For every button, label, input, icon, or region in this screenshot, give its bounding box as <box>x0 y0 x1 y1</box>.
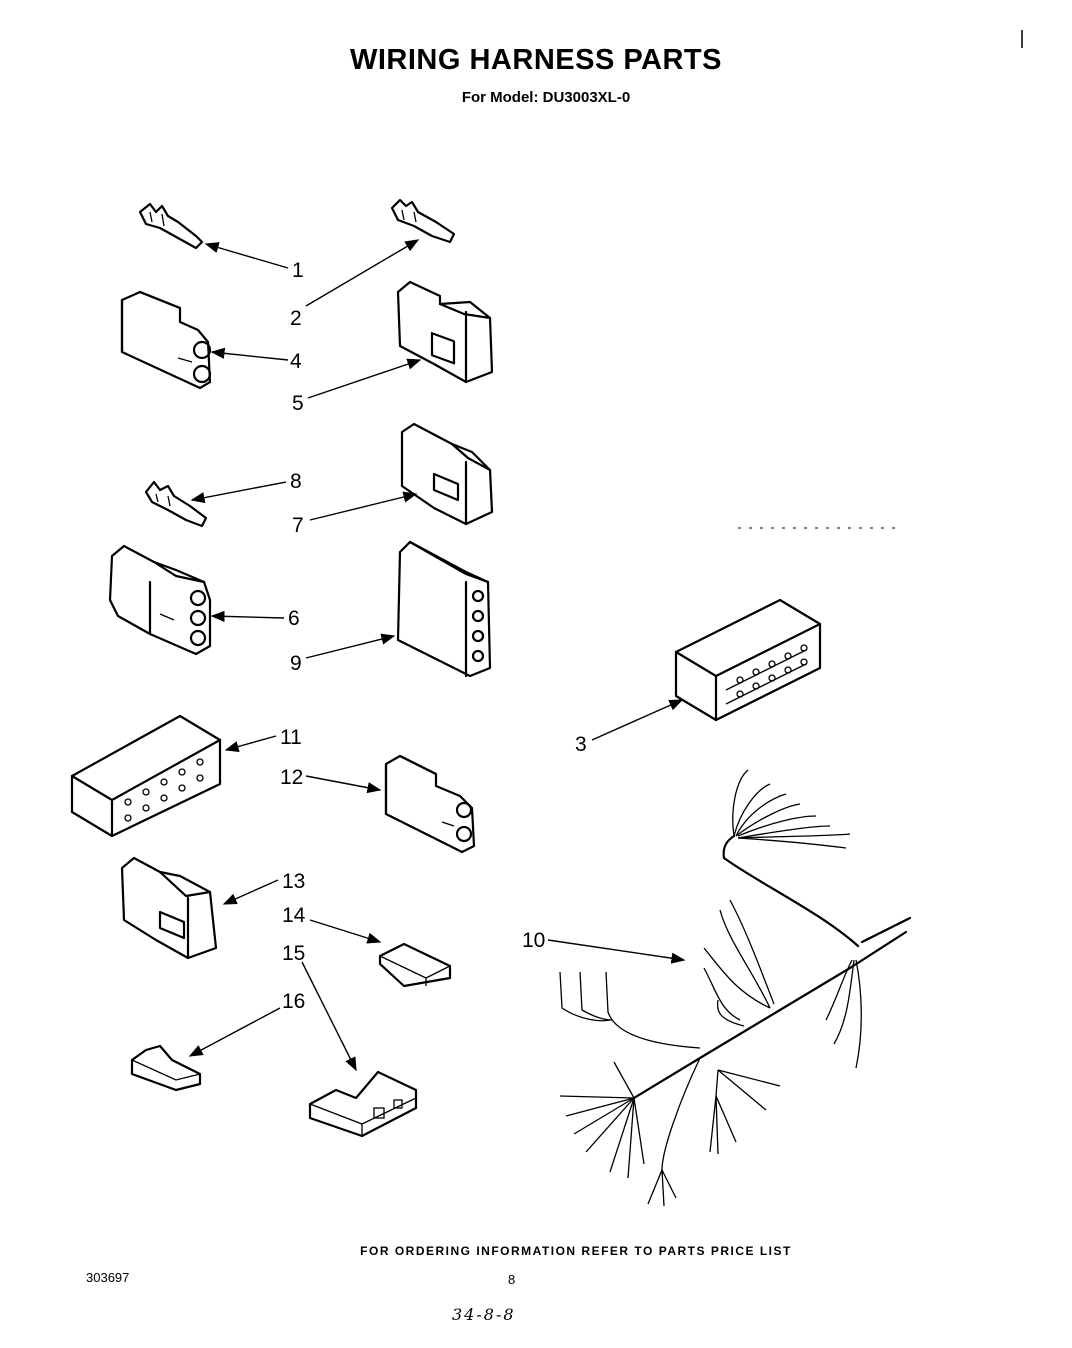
callout-12: 12 <box>280 766 303 789</box>
part-1-terminal <box>138 202 204 250</box>
leader-lines <box>188 239 686 1072</box>
part-5-connector <box>396 280 494 384</box>
page-number: 8 <box>508 1272 516 1287</box>
callout-1: 1 <box>292 259 304 282</box>
callout-8: 8 <box>290 470 302 493</box>
handwritten-note: 34-8-8 <box>452 1305 516 1324</box>
part-6-connector <box>108 544 212 656</box>
part-16-clip <box>130 1044 202 1092</box>
part-14-clip <box>378 942 452 988</box>
callout-10: 10 <box>522 929 545 952</box>
callout-15: 15 <box>282 942 305 965</box>
part-15-bracket <box>308 1070 418 1138</box>
callout-2: 2 <box>290 307 302 330</box>
document-number: 303697 <box>86 1270 130 1285</box>
part-10-wiring-harness <box>559 769 912 1207</box>
model-subtitle: For Model: DU3003XL-0 <box>461 89 631 106</box>
page-title: WIRING HARNESS PARTS <box>350 44 722 76</box>
part-8-terminal <box>144 480 208 528</box>
callout-3: 3 <box>575 733 587 756</box>
part-12-connector <box>384 754 476 854</box>
part-9-connector <box>396 540 492 678</box>
part-7-connector <box>400 422 494 526</box>
part-11-connector-block <box>70 714 222 838</box>
part-3-connector-block <box>674 598 822 722</box>
ordering-note: FOR ORDERING INFORMATION REFER TO PARTS … <box>360 1244 792 1258</box>
part-2-terminal <box>390 198 456 244</box>
callout-14: 14 <box>282 904 306 927</box>
callout-7: 7 <box>292 514 304 537</box>
callout-6: 6 <box>288 607 300 630</box>
callout-4: 4 <box>290 350 302 373</box>
callout-5: 5 <box>292 392 304 415</box>
callout-9: 9 <box>290 652 302 675</box>
part-13-connector <box>120 856 218 960</box>
part-4-connector <box>120 290 212 390</box>
callout-13: 13 <box>282 870 305 893</box>
callout-16: 16 <box>282 990 305 1013</box>
callout-11: 11 <box>280 726 302 749</box>
